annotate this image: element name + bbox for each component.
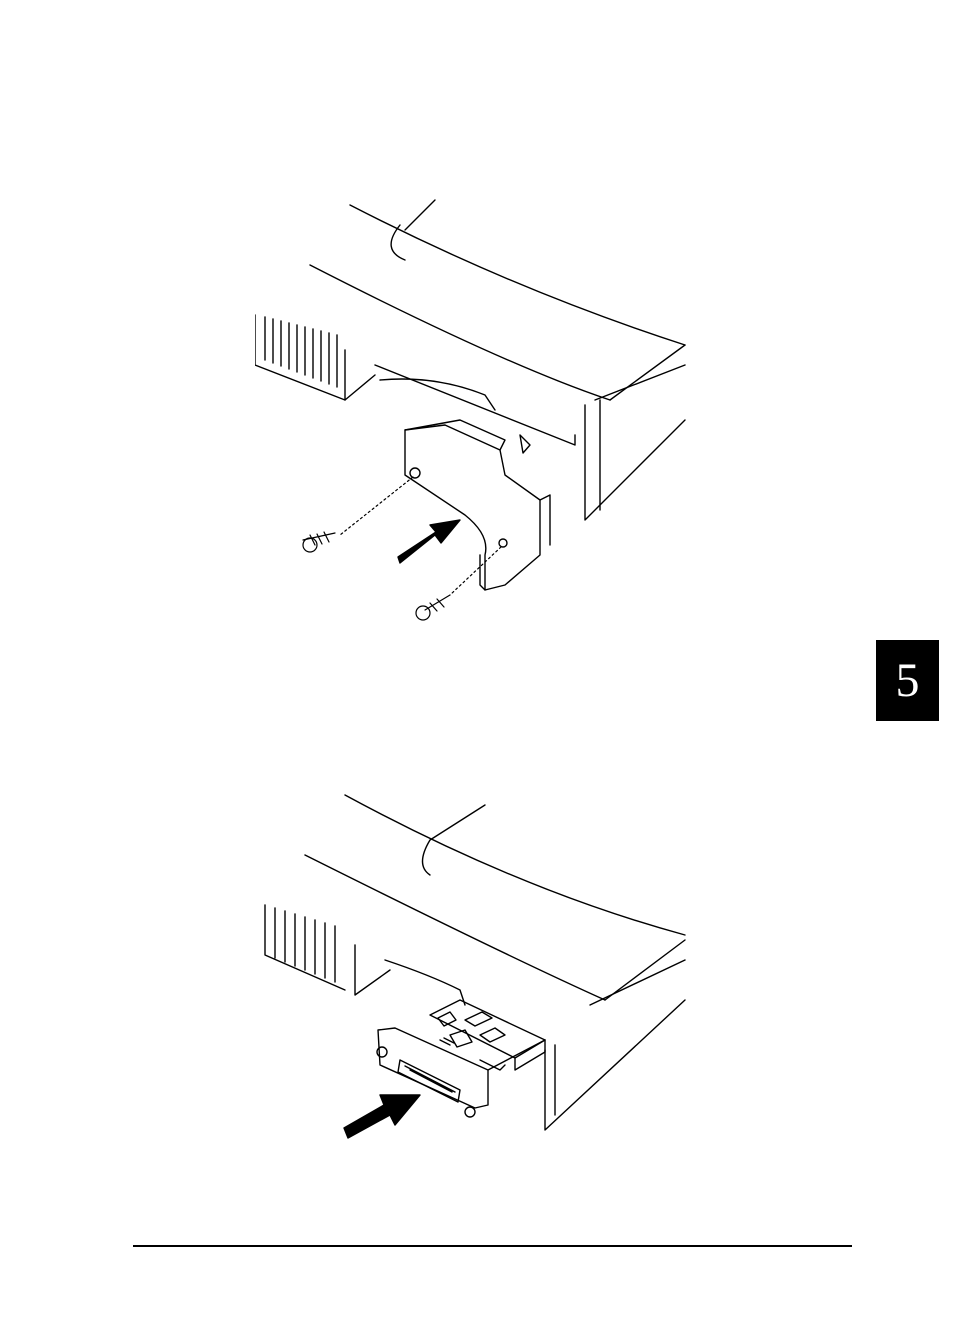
push-arrow-icon: [344, 1095, 420, 1138]
chapter-number: 5: [896, 653, 920, 708]
pull-arrow-icon: [398, 520, 460, 563]
printer-body-icon: [255, 200, 685, 520]
interface-card-icon: [430, 1000, 545, 1070]
chapter-tab: 5: [876, 640, 939, 721]
cover-plate-icon: [405, 420, 550, 590]
figure-insert-interface-card: [260, 790, 690, 1150]
screw-icon: [303, 477, 501, 620]
footer-rule: [133, 1245, 852, 1247]
printer-body-icon: [265, 795, 685, 1130]
figure-remove-cover-plate: [255, 195, 687, 635]
